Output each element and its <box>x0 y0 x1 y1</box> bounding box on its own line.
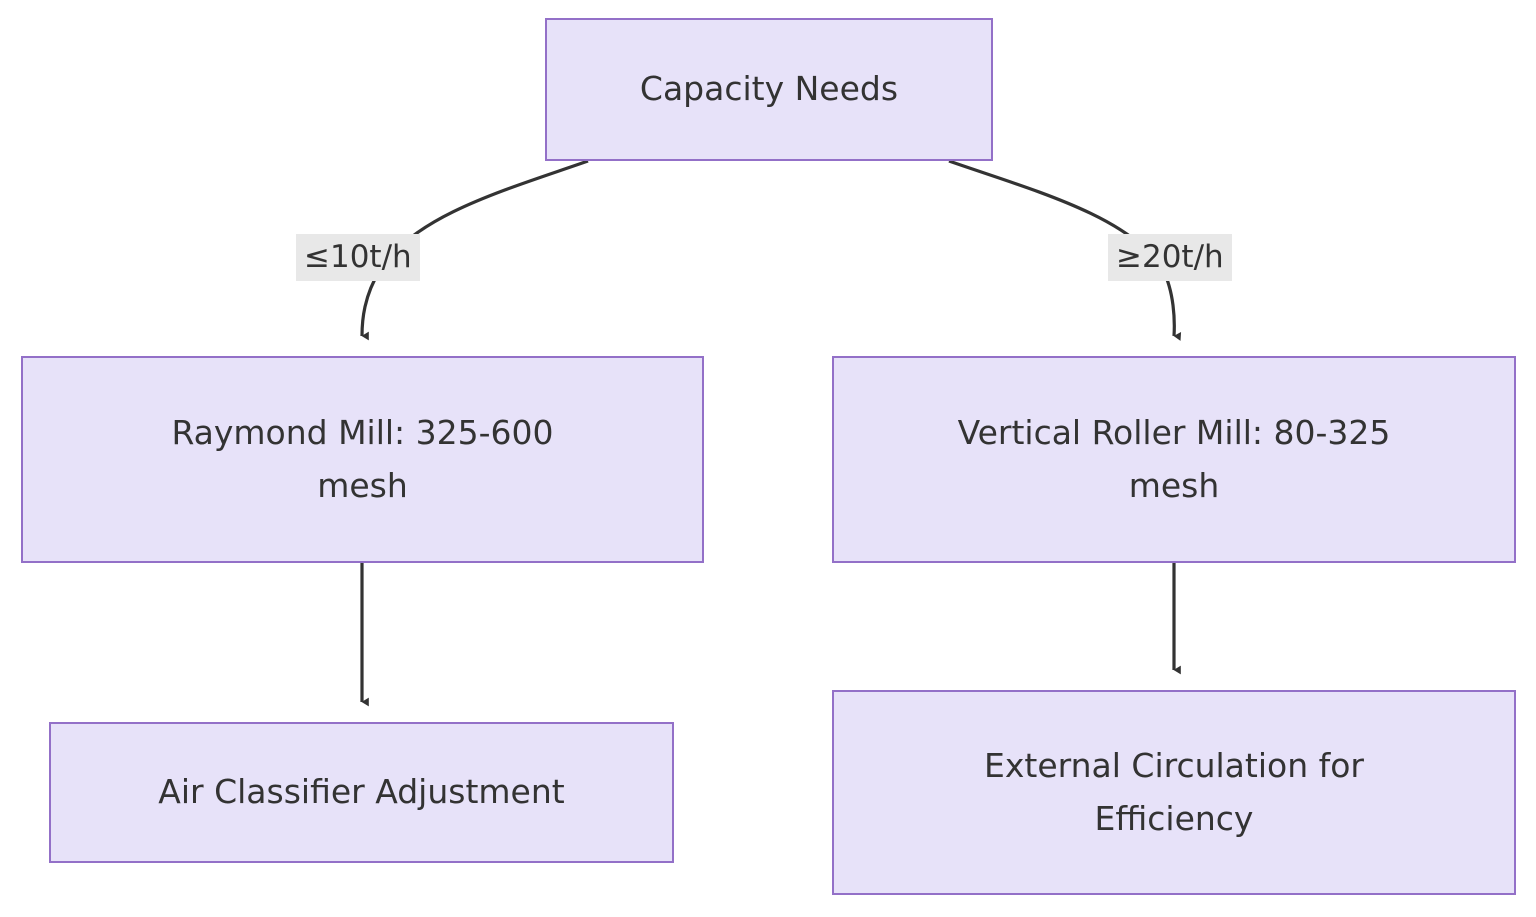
node-external-circulation[interactable]: External Circulation for Efficiency <box>832 690 1516 895</box>
node-air-classifier-adjustment[interactable]: Air Classifier Adjustment <box>49 722 674 863</box>
node-capacity-needs-label: Capacity Needs <box>639 69 899 109</box>
node-raymond-mill-label: Raymond Mill: 325-600 mesh <box>171 412 554 505</box>
edge-label-capacity-to-vertical-roller: ≥20t/h <box>1108 234 1232 281</box>
node-raymond-mill[interactable]: Raymond Mill: 325-600 mesh <box>21 356 704 563</box>
node-capacity-needs[interactable]: Capacity Needs <box>545 18 993 161</box>
node-external-circulation-label: External Circulation for Efficiency <box>984 745 1364 838</box>
edge-label-capacity-to-raymond: ≤10t/h <box>296 234 420 281</box>
node-vertical-roller-mill[interactable]: Vertical Roller Mill: 80-325 mesh <box>832 356 1516 563</box>
node-air-classifier-adjustment-label: Air Classifier Adjustment <box>158 772 565 812</box>
node-vertical-roller-mill-label: Vertical Roller Mill: 80-325 mesh <box>957 412 1391 505</box>
